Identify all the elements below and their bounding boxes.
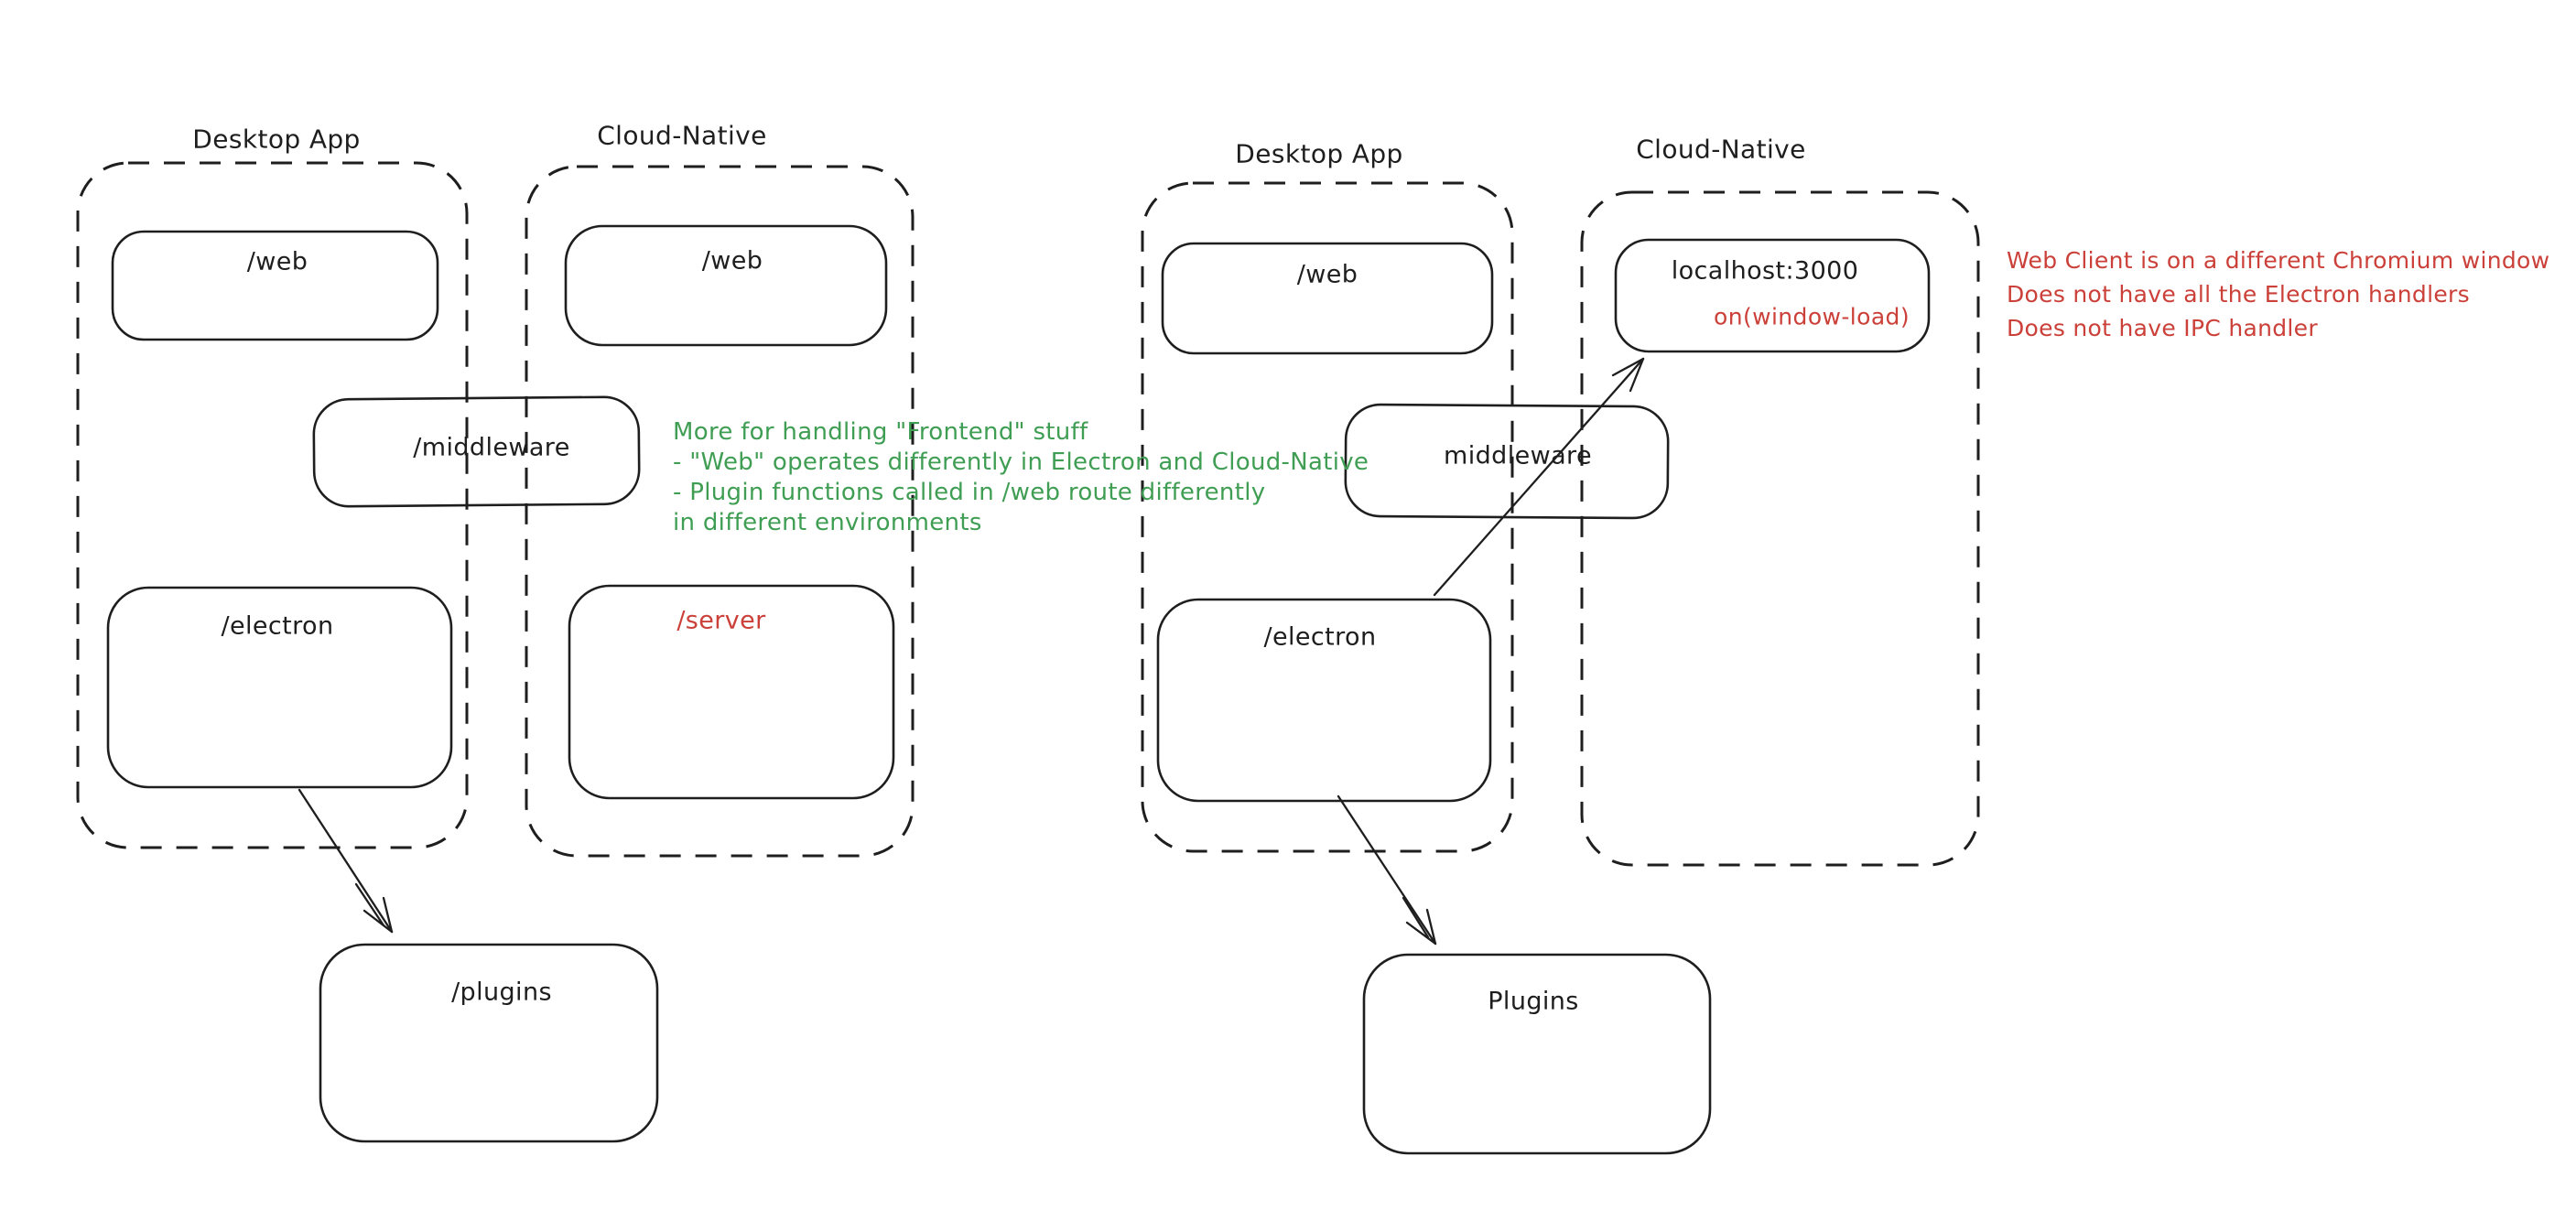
left-web-cloud-label: /web <box>701 246 763 276</box>
arrow-left-electron-to-plugins <box>298 788 394 934</box>
right-middleware-label: middleware <box>1444 441 1592 470</box>
left-server-box <box>568 584 895 800</box>
left-web-cloud-box <box>564 224 888 347</box>
arrow-right-electron-to-localhost <box>1433 357 1645 597</box>
right-web-desktop-label: /web <box>1296 260 1358 289</box>
right-cloud-title: Cloud-Native <box>1636 134 1806 165</box>
right-localhost-box <box>1614 238 1931 353</box>
right-plugins-label: Plugins <box>1488 987 1579 1016</box>
right-web-desktop-box <box>1161 242 1494 355</box>
left-web-desktop-box <box>111 230 439 341</box>
left-desktop-title: Desktop App <box>192 124 361 155</box>
left-electron-box <box>106 586 453 789</box>
left-electron-label: /electron <box>221 611 334 641</box>
left-plugins-label: /plugins <box>451 978 552 1007</box>
right-desktop-title: Desktop App <box>1235 138 1403 169</box>
right-electron-label: /electron <box>1263 622 1377 652</box>
green-note-line-2: - "Web" operates differently in Electron… <box>673 448 1369 476</box>
red-note-line-3: Does not have IPC handler <box>2007 315 2318 341</box>
right-desktop-container <box>1141 181 1514 853</box>
left-middleware-label: /middleware <box>413 433 570 462</box>
red-note-line-1: Web Client is on a different Chromium wi… <box>2007 247 2550 274</box>
right-electron-box <box>1156 598 1492 803</box>
right-localhost-label: localhost:3000 <box>1671 256 1859 286</box>
green-note-line-3: - Plugin functions called in /web route … <box>673 479 1266 506</box>
right-middleware-box <box>1344 403 1670 520</box>
red-note-line-2: Does not have all the Electron handlers <box>2007 281 2470 308</box>
green-note-line-1: More for handling "Frontend" stuff <box>673 418 1088 446</box>
left-middleware-box <box>312 395 641 508</box>
left-cloud-container <box>525 165 915 858</box>
left-plugins-box <box>319 943 659 1143</box>
right-window-load-label: on(window-load) <box>1714 303 1910 330</box>
right-plugins-box <box>1362 953 1712 1155</box>
left-server-label: /server <box>676 606 766 635</box>
right-cloud-container <box>1580 190 1980 867</box>
arrow-right-electron-to-plugins <box>1337 794 1437 946</box>
green-note-line-4: in different environments <box>673 509 982 536</box>
left-web-desktop-label: /web <box>246 247 308 276</box>
left-cloud-title: Cloud-Native <box>597 120 767 151</box>
